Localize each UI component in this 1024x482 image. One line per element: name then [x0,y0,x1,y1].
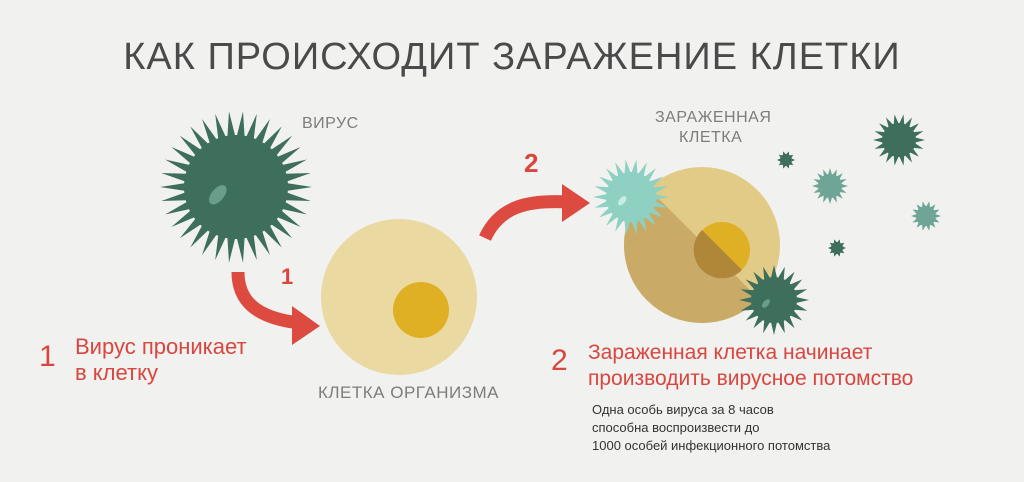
arrow1-number: 1 [281,264,294,289]
infected-cell-label: ЗАРАЖЕННАЯ КЛЕТКА [655,109,772,146]
virus-emerging-icon [739,265,809,335]
organism-cell-label: КЛЕТКА ОРГАНИЗМА [318,383,499,402]
note-text: Одна особь вируса за 8 часов способна во… [592,402,831,453]
virus-large-icon [160,111,312,263]
virus-offspring-icon [777,151,795,169]
arrow2-number: 2 [524,148,539,178]
arrow-step1-icon [231,271,320,345]
virus-offspring-icon [911,201,941,231]
step2-number: 2 [551,344,568,377]
virus-attaching-icon [593,159,669,235]
step1-number: 1 [39,340,56,373]
virus-offspring-icon [812,168,848,204]
step1-text: Вирус проникает в клетку [75,334,247,385]
page-title: КАК ПРОИСХОДИТ ЗАРАЖЕНИЕ КЛЕТКИ [123,36,901,78]
arrow-step2-icon [479,184,590,241]
organism-cell [321,219,477,375]
virus-offspring-icon [828,239,846,257]
virus-offspring-icon [873,114,925,166]
step2-text: Зараженная клетка начинает производить в… [588,341,914,390]
virus-label: ВИРУС [302,115,359,132]
